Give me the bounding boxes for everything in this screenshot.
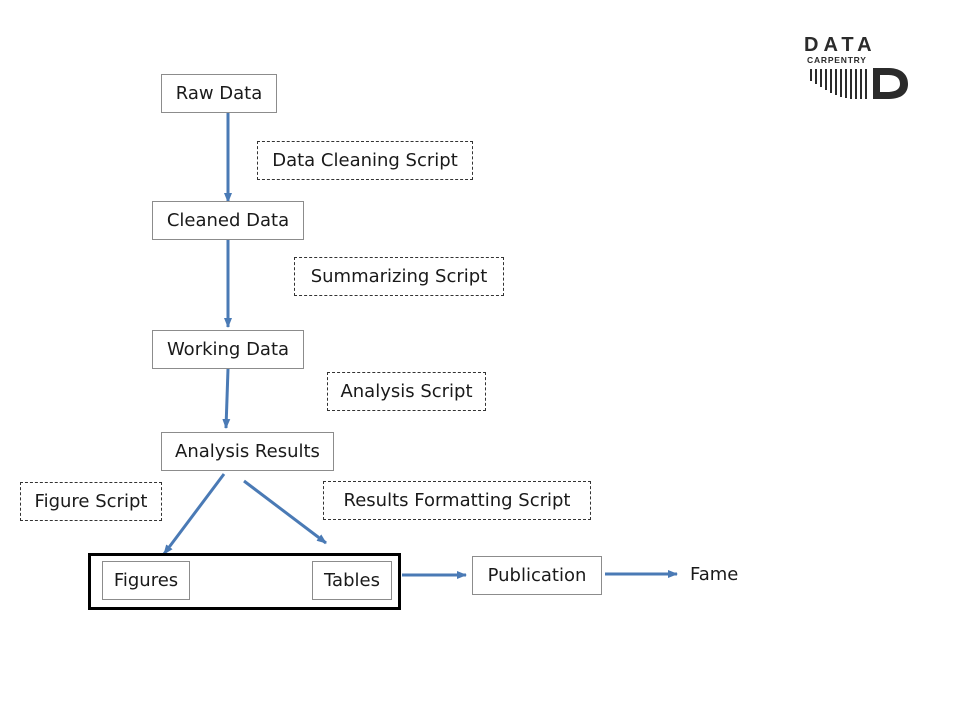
- data-carpentry-logo: DATA CARPENTRY: [804, 34, 908, 99]
- node-fame: Fame: [690, 564, 739, 585]
- script-results-formatting: Results Formatting Script: [323, 481, 591, 520]
- node-figures: Figures: [102, 561, 190, 600]
- logo-text-carpentry: CARPENTRY: [807, 55, 867, 65]
- logo-d-icon: [873, 68, 908, 99]
- script-summarizing: Summarizing Script: [294, 257, 504, 296]
- arrow-results-to-figures: [162, 473, 226, 555]
- arrow-working-to-results: [222, 368, 231, 429]
- node-raw-data: Raw Data: [161, 74, 277, 113]
- node-tables: Tables: [312, 561, 392, 600]
- logo-text-data: DATA: [804, 34, 877, 56]
- node-analysis-results: Analysis Results: [161, 432, 334, 471]
- script-analysis: Analysis Script: [327, 372, 486, 411]
- node-working-data: Working Data: [152, 330, 304, 369]
- node-publication: Publication: [472, 556, 602, 595]
- node-cleaned-data: Cleaned Data: [152, 201, 304, 240]
- logo-barcode-icon: [810, 69, 867, 99]
- script-figure: Figure Script: [20, 482, 162, 521]
- arrow-results-to-tables: [243, 479, 327, 545]
- outputs-group: [88, 553, 401, 610]
- script-data-cleaning: Data Cleaning Script: [257, 141, 473, 180]
